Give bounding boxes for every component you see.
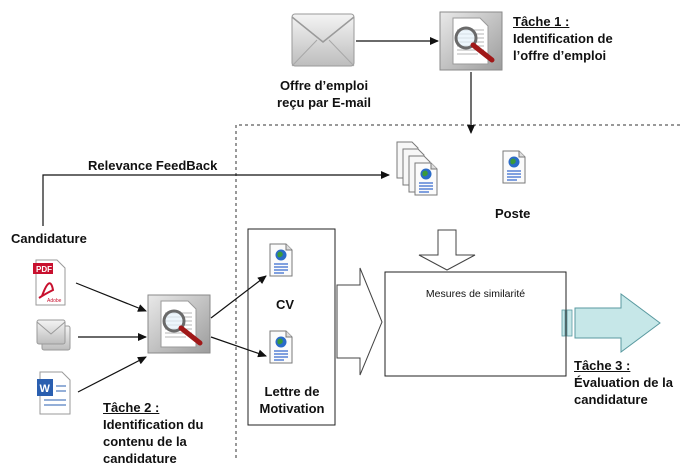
task2-title: Tâche 2 : bbox=[103, 400, 160, 415]
svg-text:PDF: PDF bbox=[36, 265, 52, 274]
task1-line-1: Identification de bbox=[513, 31, 613, 46]
relevance-feedback-label: Relevance FeedBack bbox=[88, 158, 218, 173]
evaluation-arrow bbox=[561, 293, 661, 353]
arrow-pdf-to-task2 bbox=[75, 282, 147, 312]
word-file-icon: W bbox=[37, 371, 71, 415]
task1-title: Tâche 1 : bbox=[513, 14, 570, 29]
task2-line-1: Identification du bbox=[103, 417, 204, 432]
block-arrow-down bbox=[418, 229, 476, 271]
magnifier-document-icon bbox=[440, 12, 502, 70]
arrow-task2-to-cv bbox=[210, 275, 267, 319]
arrow-word-to-task2 bbox=[77, 356, 147, 393]
lettre-line-1: Lettre de bbox=[264, 384, 320, 399]
magnifier-document-icon-task2 bbox=[148, 295, 210, 353]
task3-line-1: Évaluation de la bbox=[574, 375, 673, 390]
envelope-icon bbox=[291, 13, 355, 67]
svg-text:Adobe: Adobe bbox=[47, 298, 62, 304]
task2-line-3: candidature bbox=[103, 451, 177, 466]
poste-label: Poste bbox=[495, 206, 531, 221]
svg-text:W: W bbox=[40, 383, 51, 395]
pdf-file-icon: PDF Adobe bbox=[33, 259, 66, 306]
task3-label: Tâche 3 : Évaluation de la candidature bbox=[574, 357, 673, 408]
cv-label: CV bbox=[276, 297, 295, 312]
task3-line-2: candidature bbox=[574, 392, 648, 407]
task1-line-2: l’offre d’emploi bbox=[513, 48, 607, 63]
block-arrow-right bbox=[336, 267, 383, 376]
document-stack-icon bbox=[396, 141, 438, 196]
similarity-box bbox=[384, 271, 567, 377]
lettre-label: Lettre de Motivation bbox=[250, 383, 334, 417]
email-caption-line-2: reçu par E-mail bbox=[277, 95, 371, 110]
candidature-label: Candidature bbox=[11, 231, 87, 246]
task1-label: Tâche 1 : Identification de l’offre d’em… bbox=[513, 13, 613, 64]
email-caption-line-1: Offre d’emploi bbox=[279, 78, 369, 93]
lettre-line-2: Motivation bbox=[259, 401, 325, 416]
envelope-small-icon bbox=[36, 319, 71, 351]
process-boundary bbox=[235, 124, 683, 458]
similarity-label: Mesures de similarité bbox=[425, 288, 526, 300]
email-caption: Offre d’emploi reçu par E-mail bbox=[259, 77, 389, 111]
lettre-document-icon bbox=[269, 330, 293, 364]
task2-label: Tâche 2 : Identification du contenu de l… bbox=[103, 399, 203, 467]
task2-line-2: contenu de la bbox=[103, 434, 187, 449]
relevance-feedback-arrow bbox=[42, 171, 390, 226]
poste-document-icon bbox=[502, 150, 526, 184]
task3-title: Tâche 3 : bbox=[574, 358, 631, 373]
arrow-task2-to-lettre bbox=[210, 336, 267, 358]
cv-document-icon bbox=[269, 243, 293, 277]
